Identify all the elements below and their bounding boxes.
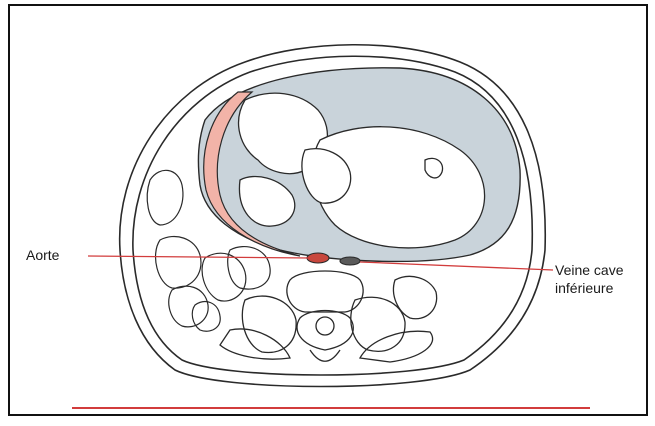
- aorta-label: Aorte: [26, 247, 59, 264]
- psoas-left: [242, 296, 296, 352]
- spinous-process: [310, 350, 340, 361]
- inferior-vena-cava-label-line1: Veine cave: [555, 262, 624, 279]
- colon: [147, 170, 183, 225]
- bowel-loop-1: [156, 236, 201, 288]
- paraspinal-right: [360, 331, 433, 362]
- aorta-vessel: [307, 253, 329, 263]
- right-kidney: [393, 276, 436, 318]
- ivc-leader-line: [360, 262, 553, 270]
- spinal-cord: [316, 317, 334, 335]
- paraspinal-left: [220, 329, 290, 359]
- vena-cava-vessel: [340, 257, 360, 265]
- bowel-loop-2: [169, 286, 208, 327]
- vertebral-body: [287, 271, 363, 312]
- inferior-vena-cava-label-line2: inférieure: [555, 280, 613, 297]
- bowel-loop-4: [228, 247, 270, 290]
- retroperitoneum: [220, 271, 437, 362]
- bowel-loop-3: [202, 253, 246, 301]
